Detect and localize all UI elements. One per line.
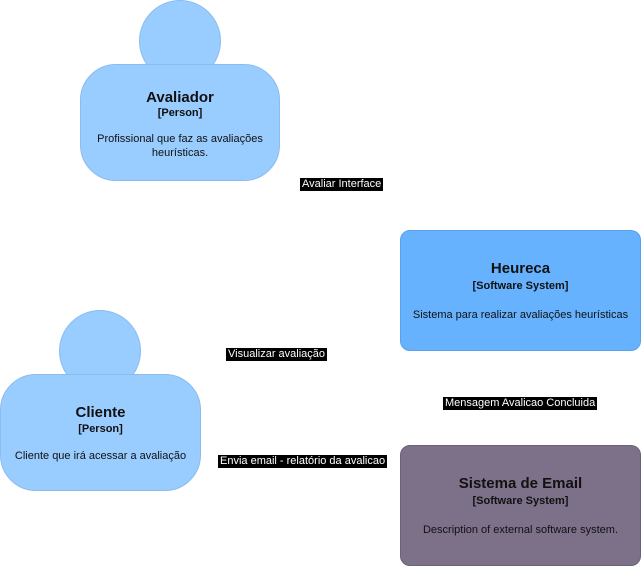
cliente-person-node[interactable]: Cliente [Person] Cliente que irá acessar…: [0, 374, 201, 491]
cliente-type: [Person]: [78, 423, 123, 435]
heureca-system-node[interactable]: Heureca [Software System] Sistema para r…: [400, 230, 641, 351]
edge-label-visualizar-avaliacao: Visualizar avaliação: [226, 348, 328, 361]
heureca-description: Sistema para realizar avaliações heuríst…: [412, 309, 629, 321]
avaliador-person-node[interactable]: Avaliador [Person] Profissional que faz …: [80, 64, 280, 181]
avaliador-description: Profissional que faz as avaliações heurí…: [97, 133, 263, 159]
edge-label-mensagem-concluida: Mensagem Avalicao Concluida: [443, 397, 598, 410]
email-type: [Software System]: [472, 495, 569, 507]
edge-label-avaliar-interface: Avaliar Interface: [300, 178, 384, 191]
avaliador-name: Avaliador: [146, 89, 214, 106]
avaliador-type: [Person]: [157, 107, 203, 119]
cliente-description: Cliente que irá acessar a avaliação: [14, 450, 187, 462]
email-description: Description of external software system.: [422, 524, 619, 536]
heureca-name: Heureca: [490, 260, 551, 277]
email-name: Sistema de Email: [458, 475, 583, 492]
cliente-name: Cliente: [75, 404, 126, 421]
heureca-type: [Software System]: [472, 280, 569, 292]
edge-label-envia-email: Envia email - relatório da avalicao: [218, 455, 388, 468]
email-system-node[interactable]: Sistema de Email [Software System] Descr…: [400, 445, 641, 566]
